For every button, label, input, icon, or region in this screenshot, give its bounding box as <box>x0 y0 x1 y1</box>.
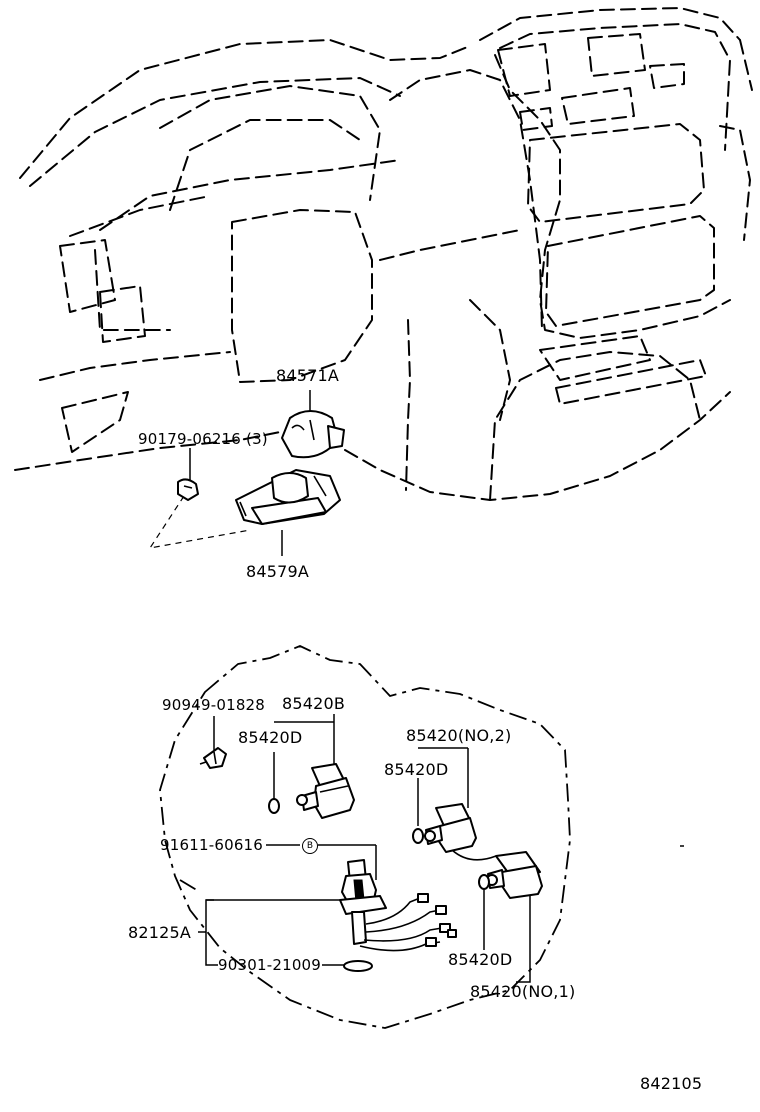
leader-lines-lower <box>198 714 531 983</box>
label-90179-06216: 90179-06216 (3) <box>138 430 268 448</box>
solenoid-85420-no1 <box>486 851 543 899</box>
leader-lines-upper <box>148 390 311 556</box>
solenoid-85420-no2 <box>424 803 497 861</box>
label-82125A: 82125A <box>128 923 192 942</box>
center-console-outline <box>479 7 753 405</box>
switch-housing-84579A <box>235 469 341 525</box>
position-switch-82125A <box>339 873 457 952</box>
label-85420-no1: 85420(NO,1) <box>470 982 576 1001</box>
label-84571A: 84571A <box>276 366 340 385</box>
o-ring-85420D-a <box>268 798 280 814</box>
label-85420D-right: 85420D <box>448 950 513 969</box>
label-90949-01828: 90949-01828 <box>162 696 266 714</box>
ignition-knob-84571A <box>281 410 345 459</box>
transmission-case-outline <box>159 645 571 1029</box>
label-85420-no2: 85420(NO,2) <box>406 726 512 745</box>
label-85420B: 85420B <box>282 694 346 713</box>
o-ring-85420D-b <box>412 828 424 844</box>
callout-badge-b: B <box>302 838 318 854</box>
label-91611-60616: 91611-60616 <box>160 836 264 854</box>
figure-number: 842105 <box>640 1074 703 1093</box>
instrument-panel-outline <box>14 39 731 501</box>
washer-90301 <box>343 960 373 972</box>
label-90301-21009: 90301-21009 <box>218 956 322 974</box>
clip-90949 <box>199 747 227 769</box>
label-85420D-left: 85420D <box>238 728 303 747</box>
label-85420D-middle: 85420D <box>384 760 449 779</box>
label-84579A: 84579A <box>246 562 310 581</box>
clip-bolt-90179 <box>177 478 199 501</box>
o-ring-85420D-c <box>478 874 490 890</box>
solenoid-85420B <box>296 763 355 819</box>
